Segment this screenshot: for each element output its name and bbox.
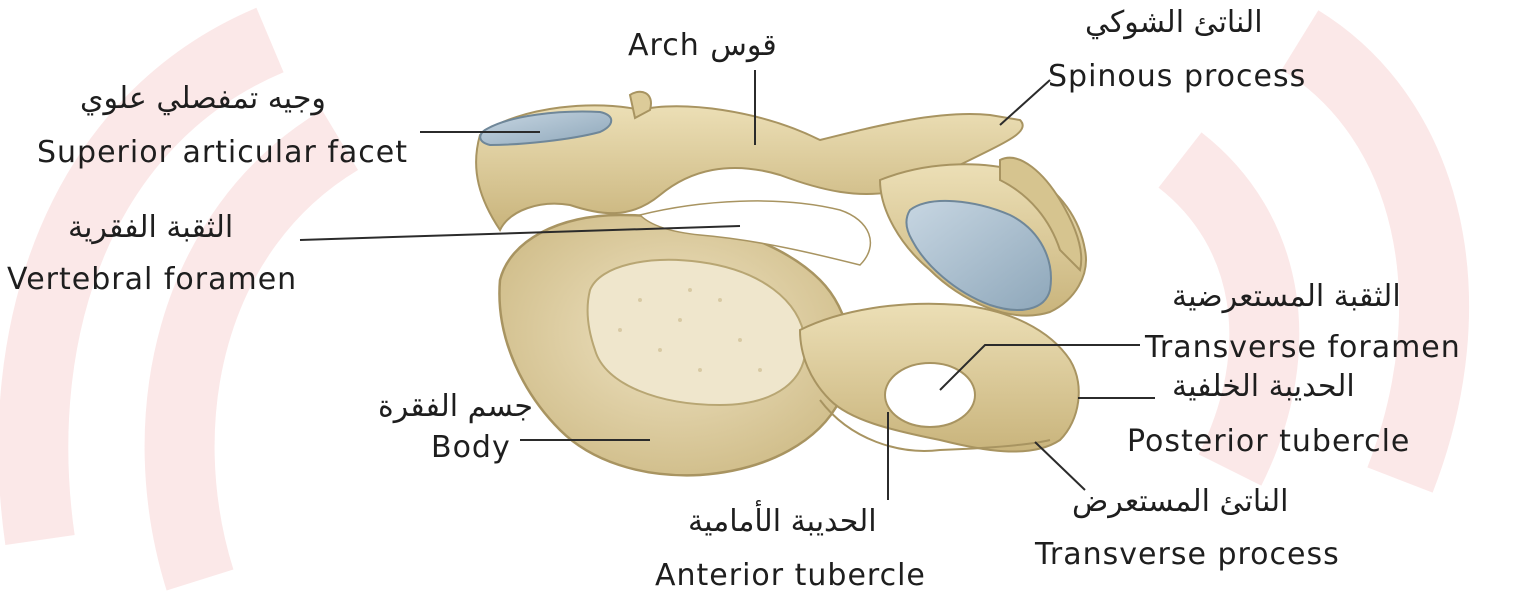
posterior-tubercle-label-en: Posterior tubercle (1127, 427, 1410, 457)
body-label-en: Body (431, 433, 511, 463)
transverse-process-label-ar: الناتئ المستعرض (1072, 487, 1289, 517)
leader-spinous (1000, 80, 1050, 125)
superior-articular-facet-label-en: Superior articular facet (37, 138, 408, 168)
body-label-ar: جسم الفقرة (378, 392, 533, 422)
vertebral-body (499, 215, 850, 475)
anterior-tubercle-label-en: Anterior tubercle (655, 561, 926, 591)
vertebral-foramen-label-ar: الثقبة الفقرية (68, 213, 233, 243)
transverse-process-label-en: Transverse process (1035, 540, 1340, 570)
vertebral-foramen-label-en: Vertebral foramen (7, 265, 297, 295)
leader-trans-process (1035, 442, 1085, 490)
transverse-process (800, 304, 1079, 452)
superior-articular-facet-label-ar: وجيه تمفصلي علوي (80, 84, 326, 114)
transverse-foramen-label-ar: الثقبة المستعرضية (1172, 282, 1401, 312)
posterior-tubercle-label-ar: الحديبة الخلفية (1172, 372, 1355, 402)
spinous-process-label-en: Spinous process (1048, 62, 1306, 92)
transverse-foramen-label-en: Transverse foramen (1145, 333, 1461, 363)
spinous-process-label-ar: الناتئ الشوكي (1085, 8, 1263, 38)
anterior-tubercle-label-ar: الحديبة الأمامية (688, 507, 877, 537)
arch-label: Arch قوس (628, 31, 777, 61)
